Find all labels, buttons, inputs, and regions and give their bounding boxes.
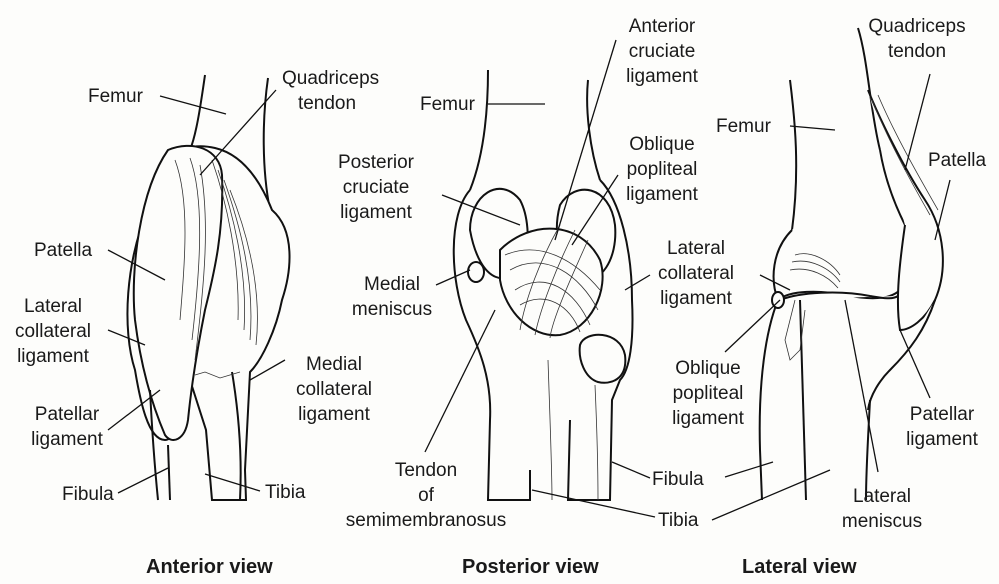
anterior-view-caption: Anterior view (146, 556, 273, 579)
posterior-view-caption: Posterior view (462, 556, 599, 579)
lateral-lateral-meniscus-label: Lateral meniscus (832, 484, 932, 534)
anterior-medial-collateral-ligament-label: Medial collateral ligament (284, 352, 384, 427)
anterior-knee-drawing (127, 75, 289, 500)
lateral-quadriceps-tendon-label: Quadriceps tendon (862, 14, 972, 64)
anterior-patella-label: Patella (34, 238, 92, 263)
anterior-lateral-collateral-ligament-label: Lateral collateral ligament (2, 294, 104, 369)
posterior-medial-meniscus-label: Medial meniscus (344, 272, 440, 322)
lateral-view-caption: Lateral view (742, 556, 857, 579)
posterior-posterior-cruciate-ligament-label: Posterior cruciate ligament (328, 150, 424, 225)
lateral-patella-label: Patella (928, 148, 986, 173)
posterior-lateral-collateral-ligament-label: Lateral collateral ligament (644, 236, 748, 311)
anterior-patellar-ligament-label: Patellar ligament (22, 402, 112, 452)
posterior-anterior-cruciate-ligament-label: Anterior cruciate ligament (612, 14, 712, 89)
posterior-fibula-label: Fibula (652, 467, 704, 492)
lateral-patellar-ligament-label: Patellar ligament (894, 402, 990, 452)
posterior-femur-label: Femur (420, 92, 475, 117)
anterior-quadriceps-tendon-label: Quadriceps tendon (282, 66, 372, 116)
posterior-tibia-label: Tibia (658, 508, 698, 533)
posterior-tendon-of-semimembranosus-label: Tendon of semimembranosus (328, 458, 524, 533)
lateral-femur-label: Femur (716, 114, 771, 139)
lateral-oblique-popliteal-ligament-label: Oblique popliteal ligament (658, 356, 758, 431)
anterior-tibia-label: Tibia (265, 480, 305, 505)
posterior-oblique-popliteal-ligament-label: Oblique popliteal ligament (612, 132, 712, 207)
anterior-fibula-label: Fibula (62, 482, 114, 507)
posterior-knee-drawing (454, 70, 633, 500)
anterior-femur-label: Femur (88, 84, 143, 109)
